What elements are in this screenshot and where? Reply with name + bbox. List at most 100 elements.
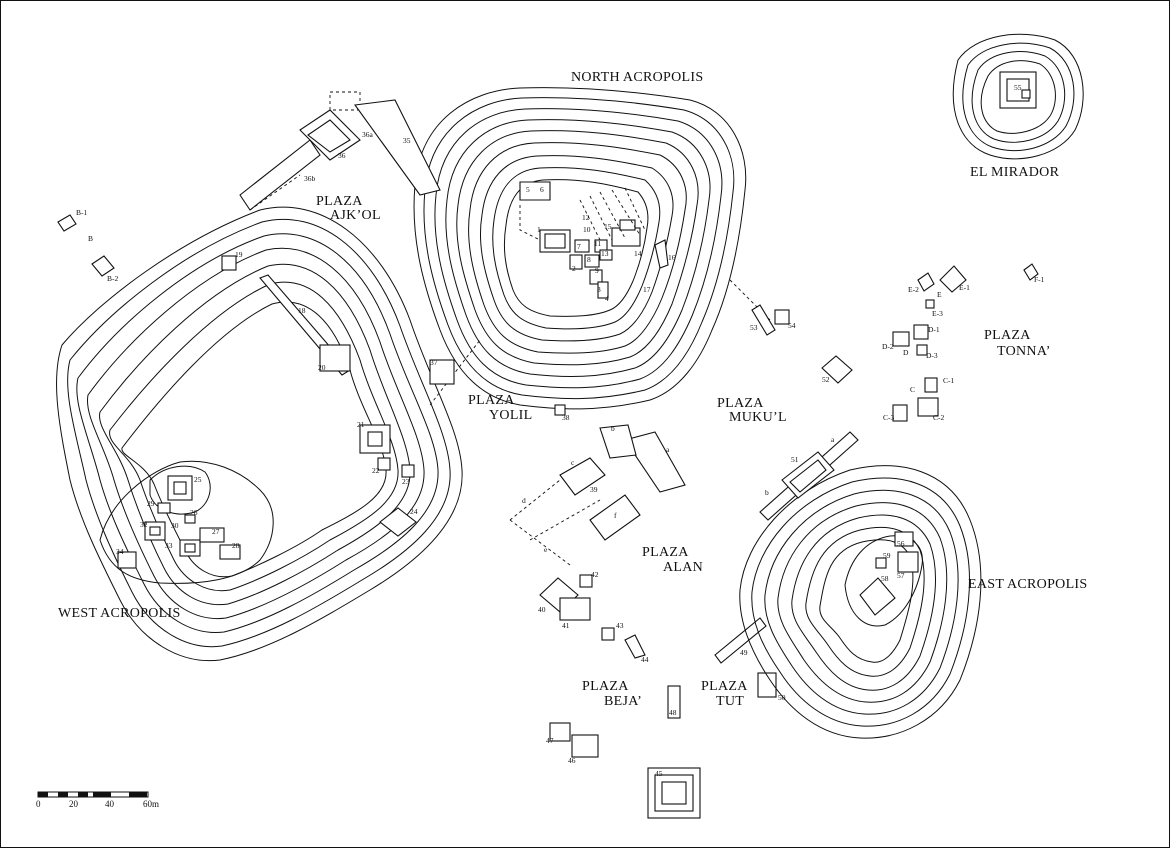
letter-b1: b [611,424,615,433]
num-E1: E-1 [959,283,970,292]
num-7: 7 [577,242,581,251]
num-36a: 36a [362,130,374,139]
num-38: 38 [562,413,570,422]
label-plaza-beja-2: BEJA’ [604,694,642,709]
num-35: 35 [403,136,411,145]
label-plaza-beja-1: PLAZA [582,679,629,694]
num-47: 47 [546,736,554,745]
num-26: 26 [190,508,198,517]
letter-B: B [88,234,93,243]
num-D3: D-3 [926,351,938,360]
num-40: 40 [538,605,546,614]
num-32: 32 [140,520,148,529]
el-mirador-contours [952,33,1084,160]
num-14: 14 [634,249,642,258]
label-plaza-ajkol-2: AJK’OL [330,208,381,223]
letter-e1: e [544,545,548,554]
num-49: 49 [740,648,748,657]
north-acropolis-contours [413,87,747,410]
label-plaza-alan-1: PLAZA [642,545,689,560]
label-plaza-tonna-1: PLAZA [984,328,1031,343]
num-44: 44 [641,655,649,664]
num-33: 33 [165,541,173,550]
num-30: 30 [171,521,179,530]
letter-C: C [910,385,915,394]
num-36: 36 [338,151,346,160]
causeway-structures [239,91,481,406]
num-57: 57 [897,571,905,580]
num-53: 53 [750,323,758,332]
num-B1: B-1 [76,208,88,217]
num-48: 48 [669,708,677,717]
num-54: 54 [788,321,796,330]
label-west-acropolis: WEST ACROPOLIS [58,606,181,621]
letter-a2: a [831,435,835,444]
num-C3: C-3 [883,413,895,422]
num-56: 56 [897,539,905,548]
num-C1: C-1 [943,376,955,385]
plaza-alan-structures [509,404,686,659]
num-E3: E-3 [932,309,943,318]
num-16: 16 [668,253,676,262]
num-36b: 36b [304,174,316,183]
west-acropolis-top [99,460,274,584]
num-B2: B-2 [107,274,119,283]
num-21: 21 [357,420,365,429]
num-22: 22 [372,466,380,475]
letter-d1: d [522,496,526,505]
num-46: 46 [568,756,576,765]
label-plaza-yolil-1: PLAZA [468,393,515,408]
num-C2: C-2 [933,413,945,422]
num-15: 15 [604,222,612,231]
num-55: 55 [1014,83,1022,92]
num-24: 24 [410,507,418,516]
num-23: 23 [402,477,410,486]
letter-f1: f [614,511,617,520]
label-plaza-tonna-2: TONNA’ [997,344,1051,359]
num-2: 2 [572,264,576,273]
label-plaza-ajkol-1: PLAZA [316,194,363,209]
small-groups [57,214,1039,422]
label-el-mirador: EL MIRADOR [970,165,1060,180]
structure-51-group [729,279,859,521]
scale-tick-20: 20 [69,799,79,809]
num-29: 29 [147,499,155,508]
num-9: 9 [595,266,599,275]
letter-b2: b [765,488,769,497]
num-43: 43 [616,621,624,630]
num-58: 58 [881,574,889,583]
label-plaza-mukul-2: MUKU’L [729,410,787,425]
num-4: 4 [605,294,609,303]
num-28: 28 [232,541,240,550]
num-42: 42 [591,570,599,579]
num-12: 12 [582,213,590,222]
label-plaza-mukul-1: PLAZA [717,396,764,411]
structure-numbers: 1 2 3 4 5 6 7 8 9 10 11 12 13 14 15 16 1… [76,83,1045,778]
num-6: 6 [540,185,544,194]
label-plaza-yolil-2: YOLIL [489,408,533,423]
label-east-acropolis: EAST ACROPOLIS [968,577,1087,592]
scale-bar: 0 20 40 60m [36,791,159,809]
label-plaza-tut-2: TUT [716,694,744,709]
west-slope-structures [221,255,417,537]
num-10: 10 [583,225,591,234]
label-plaza-alan-2: ALAN [663,560,703,575]
label-north-acropolis: NORTH ACROPOLIS [571,70,703,85]
num-41: 41 [562,621,570,630]
num-D1: D-1 [928,325,940,334]
scale-tick-0: 0 [36,799,41,809]
num-17: 17 [643,285,651,294]
num-25: 25 [194,475,202,484]
letter-c1: c [571,458,575,467]
num-39: 39 [590,485,598,494]
num-13: 13 [601,249,609,258]
num-F1: F-1 [1034,275,1045,284]
num-E2: E-2 [908,285,919,294]
letter-E: E [937,290,942,299]
num-50: 50 [778,693,786,702]
num-37: 37 [430,358,438,367]
num-11: 11 [594,239,601,248]
